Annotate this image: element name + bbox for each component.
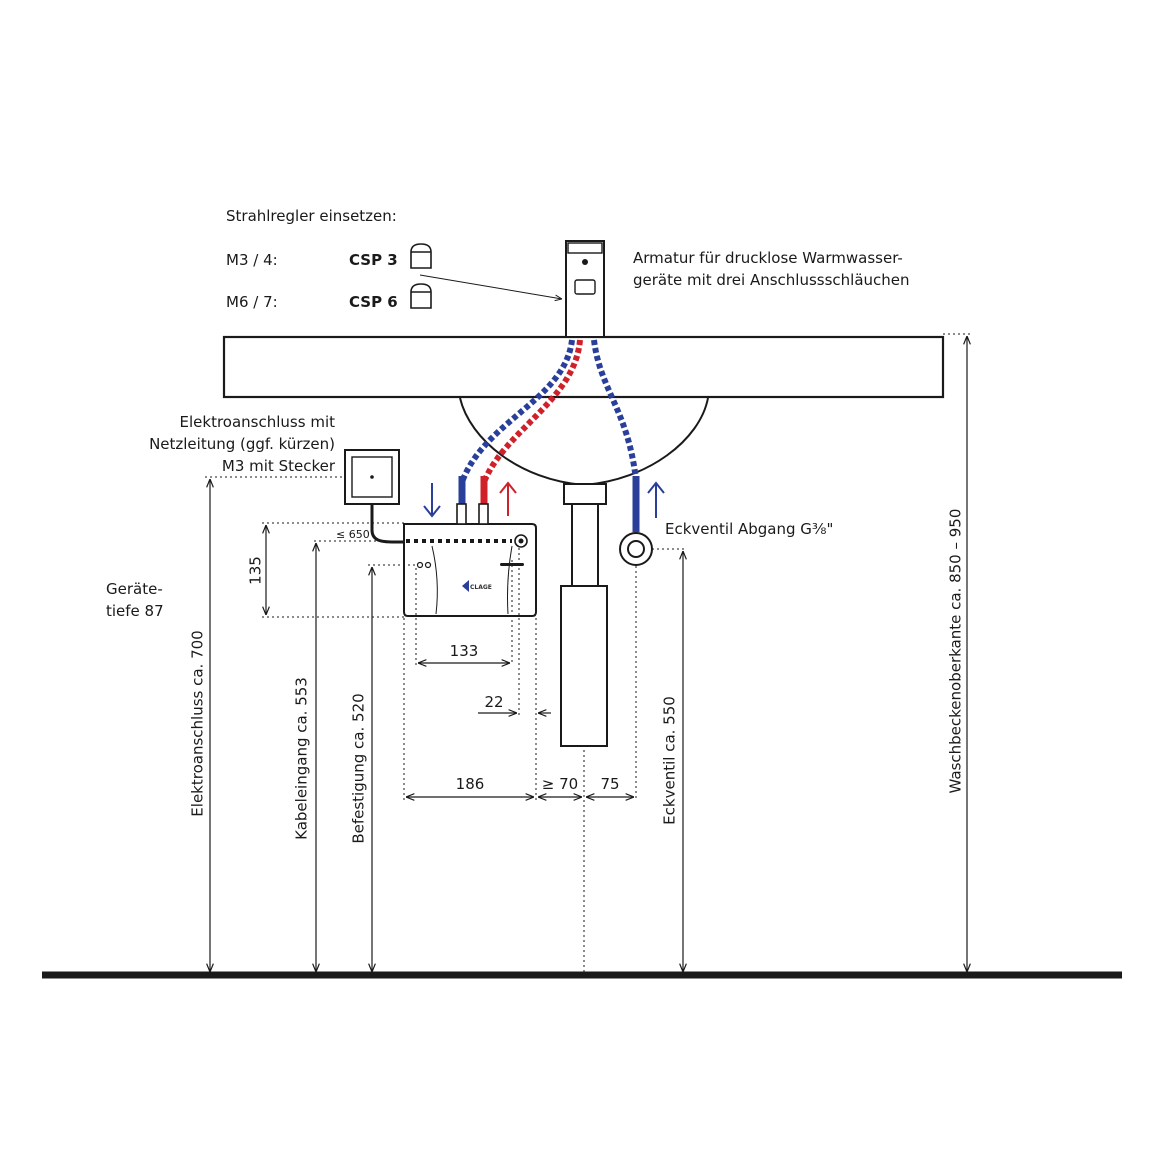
brand-logo: CLAGE	[470, 584, 492, 591]
strahlregler-title: Strahlregler einsetzen:	[226, 207, 397, 225]
faucet-label: Armatur für drucklose Warmwasser-	[633, 249, 903, 267]
model-label: M3 / 4:	[226, 251, 278, 269]
dim-height: 135	[246, 556, 265, 585]
aerator-code: CSP 6	[349, 293, 398, 311]
faucet	[565, 240, 605, 338]
dim-offset: 22	[484, 693, 504, 711]
basin-countertop	[222, 335, 945, 399]
dim-gap-valve: 75	[600, 775, 620, 793]
dim-width-total: 186	[455, 775, 485, 793]
model-label: M6 / 7:	[226, 293, 278, 311]
faucet-label: geräte mit drei Anschlussschläuchen	[633, 271, 910, 289]
dim-width-holes: 133	[449, 642, 479, 660]
flow-arrows	[423, 481, 665, 518]
power-cable	[370, 504, 404, 544]
electrical-socket	[344, 449, 400, 505]
device-depth-label: tiefe 87	[106, 602, 164, 620]
dim-label-elektroanschluss: Elektroanschluss ca. 700	[188, 630, 207, 817]
dim-label-eckventil: Eckventil ca. 550	[660, 696, 679, 825]
basin-bowl	[459, 397, 709, 487]
dim-max-cable: ≤ 650	[336, 528, 370, 541]
angle-valve	[619, 532, 653, 566]
aerator-icon	[410, 283, 432, 309]
dim-label-befestigung: Befestigung ca. 520	[349, 693, 368, 844]
dimension-lines	[210, 336, 967, 972]
angle-valve-label: Eckventil Abgang G⅜"	[665, 520, 834, 538]
electrical-label: Netzleitung (ggf. kürzen)	[149, 435, 335, 453]
drain-pipe	[560, 483, 608, 747]
dim-label-waschbecken: Waschbeckenoberkante ca. 850 – 950	[946, 508, 965, 794]
device-depth-label: Geräte-	[106, 580, 163, 598]
dim-gap-min: ≥ 70	[541, 775, 579, 793]
electrical-label: M3 mit Stecker	[221, 457, 335, 475]
leader-line	[419, 274, 562, 299]
dim-label-kabeleingang: Kabeleingang ca. 553	[292, 677, 311, 840]
electrical-label: Elektroanschluss mit	[179, 413, 335, 431]
water-heater	[403, 503, 537, 617]
aerator-icon	[410, 243, 432, 269]
aerator-code: CSP 3	[349, 251, 398, 269]
extension-lines	[205, 333, 970, 800]
